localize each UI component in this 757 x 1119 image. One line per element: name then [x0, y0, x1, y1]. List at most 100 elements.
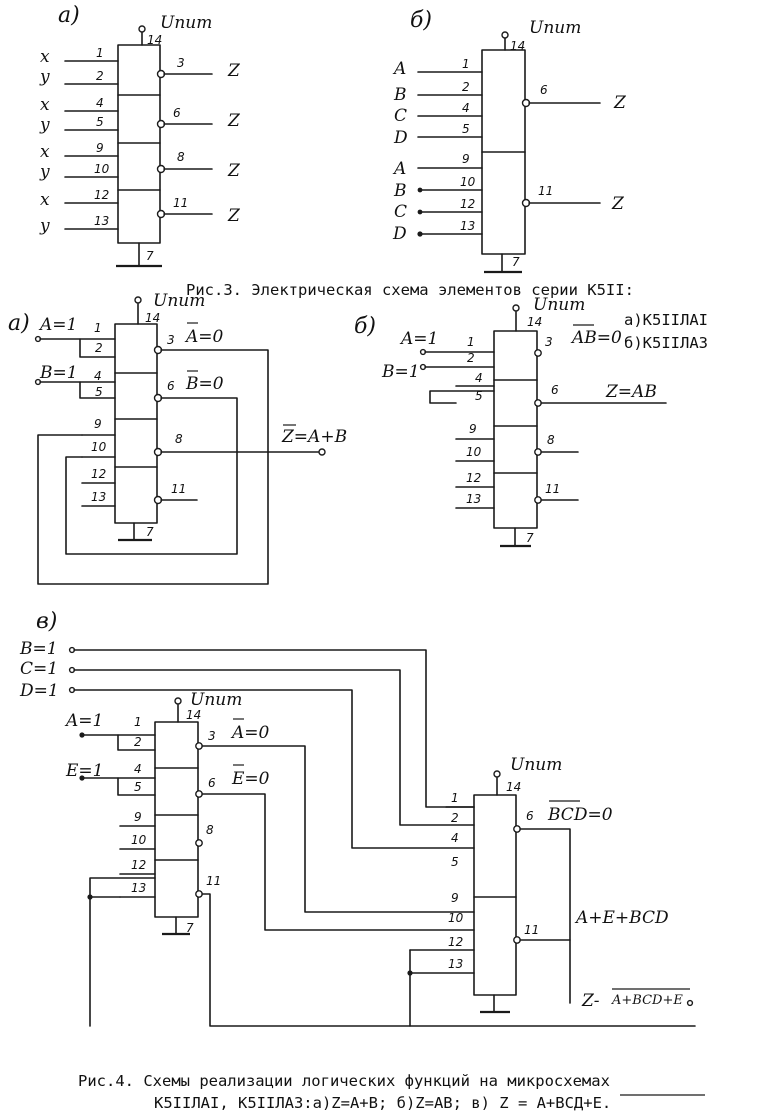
- fig4b-pin-3: 3: [545, 335, 553, 349]
- fig3a-pin-12: 12: [94, 188, 109, 202]
- fig4b-pin-8: 8: [547, 433, 555, 447]
- fig4c-left-pin-6: 6: [208, 776, 216, 790]
- fig4c-left-pin-5: 5: [134, 780, 142, 794]
- fig4-caption-2: К5IIЛАI, К5IIЛА3:а)Z=A+B; б)Z=AB; в) Z =…: [154, 1094, 611, 1112]
- fig4c-in-c: C=1: [20, 659, 58, 679]
- fig4c-left-pin-10: 10: [131, 833, 147, 847]
- fig4a-pin-4: 4: [94, 369, 102, 383]
- fig4b-in-b: B=1: [381, 362, 420, 382]
- fig3a-in-2: y: [39, 67, 50, 87]
- fig3a-inputs: x y x y x y x y 1 2 4 5 9 10 12 13: [39, 46, 119, 236]
- fig3b-pin-6: 6: [540, 83, 548, 97]
- fig4b-not-ab: AB=0: [570, 328, 622, 348]
- fig3b-inputs: A B C D A B C D 1 2 4 5 9 10 12 13: [392, 57, 483, 244]
- fig3a-in-3: x: [40, 95, 50, 115]
- fig4c-right-pin-12: 12: [448, 935, 463, 949]
- fig4a-circuit: а) Uпит 14 7 A=1 B=1 1 2 4 5 9 10 12 13: [8, 291, 347, 585]
- fig4a-result: Z=A+B: [281, 427, 347, 447]
- fig3b-in-6: B: [393, 181, 407, 201]
- fig4b-gnd-pin: 7: [526, 531, 534, 545]
- fig3a-in-8: y: [39, 216, 50, 236]
- fig3b-circuit: б) Uпит 14 7 A B C D A B C D: [392, 8, 627, 274]
- fig4a-chip: [114, 323, 158, 524]
- fig4c-right-pin-9: 9: [451, 891, 459, 905]
- fig3a-supply: Uпит: [160, 13, 212, 33]
- fig4a-gnd-pin: 7: [146, 525, 154, 539]
- fig3b-outputs: 6 11 Z Z: [521, 83, 627, 214]
- fig3-caption: Рис.3. Электрическая схема элементов сер…: [186, 281, 634, 299]
- fig3b-pin-5: 5: [462, 122, 470, 136]
- fig3-legend-a: а)К5IIЛАI: [624, 311, 708, 329]
- fig3b-pin-10: 10: [460, 175, 476, 189]
- fig3b-in-8: D: [392, 224, 407, 244]
- fig3a-supply-pin: 14: [147, 33, 162, 47]
- fig4a-wire-not-a: [37, 349, 269, 585]
- fig3b-gnd-pin: 7: [512, 255, 520, 269]
- fig4a-not-a: A=0: [184, 327, 224, 347]
- fig4b-label: б): [354, 314, 376, 339]
- fig3a-in-1: x: [40, 47, 50, 67]
- fig4c-wire-c: [73, 669, 475, 826]
- fig4c-right-pin-5: 5: [451, 855, 459, 869]
- fig3a-in-5: x: [40, 142, 50, 162]
- fig3-legend-b: б)К5IIЛА3: [624, 334, 708, 352]
- fig3b-pin-4: 4: [462, 101, 470, 115]
- fig4c-wire-bcd: [519, 828, 571, 1004]
- fig3a-pin-10: 10: [94, 162, 110, 176]
- fig4b-supply-pin: 14: [527, 315, 542, 329]
- fig4b-pin-1: 1: [467, 335, 475, 349]
- fig4c-left-chip: [154, 721, 199, 918]
- fig4a-pin-6: 6: [167, 379, 175, 393]
- fig3a-out-2: Z: [227, 111, 241, 131]
- fig4b-pin-12: 12: [466, 471, 481, 485]
- fig4c-left-pin-8: 8: [206, 823, 214, 837]
- fig4b-pin-5: 5: [475, 389, 483, 403]
- fig4b-pin-10: 10: [466, 445, 482, 459]
- fig4c-wire-z: [201, 893, 696, 1027]
- fig3b-in-1: A: [392, 59, 406, 79]
- fig4c-right-pin-2: 2: [451, 811, 459, 825]
- fig4b-pin-11: 11: [545, 482, 560, 496]
- fig3a-pin-3: 3: [177, 56, 185, 70]
- fig3b-pin-9: 9: [462, 152, 470, 166]
- fig3b-supply-pin: 14: [510, 39, 525, 53]
- fig4c-wire-not-a: [201, 745, 475, 913]
- fig3a-out-4: Z: [227, 206, 241, 226]
- fig3b-supply: Uпит: [529, 18, 581, 38]
- fig4b-circuit: б) Uпит 14 7 A=1 B=1 1 2 4 5 9 10 12 13: [354, 295, 667, 548]
- fig3a-gnd-pin: 7: [146, 249, 154, 263]
- fig4a-wire-not-b: [65, 397, 238, 555]
- fig3b-in-5: A: [392, 159, 406, 179]
- fig4c-not-bcd: BCD=0: [547, 805, 613, 825]
- fig3b-in-3: C: [394, 106, 407, 126]
- fig3b-pin-13: 13: [460, 219, 475, 233]
- fig4c-sum: A+E+BCD: [574, 908, 669, 928]
- fig4b-in-a: A=1: [399, 329, 438, 349]
- fig3a-pin-6: 6: [173, 106, 181, 120]
- fig4c-label: в): [36, 609, 57, 634]
- fig4c-in-a: A=1: [64, 711, 103, 731]
- fig4c-left-gnd-pin: 7: [186, 921, 194, 935]
- fig4c-not-a: A=0: [230, 723, 270, 743]
- fig4a-in-a: A=1: [38, 315, 77, 335]
- fig3a-out-3: Z: [227, 161, 241, 181]
- fig3a-pin-5: 5: [96, 115, 104, 129]
- fig4c-in-e: E=1: [65, 761, 103, 781]
- fig3a-pin-2: 2: [96, 69, 104, 83]
- fig3b-pin-11: 11: [538, 184, 553, 198]
- fig4b-pin-4: 4: [475, 371, 483, 385]
- fig4b-supply: Uпит: [533, 295, 585, 315]
- fig4c-right-pin-6: 6: [526, 809, 534, 823]
- fig3b-out-2: Z: [611, 194, 625, 214]
- fig3a-in-7: x: [40, 190, 50, 210]
- fig3a-outputs: 3 6 8 11 Z Z Z Z: [156, 56, 241, 226]
- fig3a-out-1: Z: [227, 61, 241, 81]
- fig3b-out-1: Z: [613, 93, 627, 113]
- fig4c-right-chip: [473, 794, 517, 996]
- fig4c-right-supply: Uпит: [510, 755, 562, 775]
- fig3b-label: б): [410, 8, 432, 33]
- fig4c-z-prefix: Z-: [581, 991, 600, 1011]
- fig3a-in-4: y: [39, 115, 50, 135]
- fig4c-not-e: E=0: [231, 769, 270, 789]
- fig4a-pin-3: 3: [167, 333, 175, 347]
